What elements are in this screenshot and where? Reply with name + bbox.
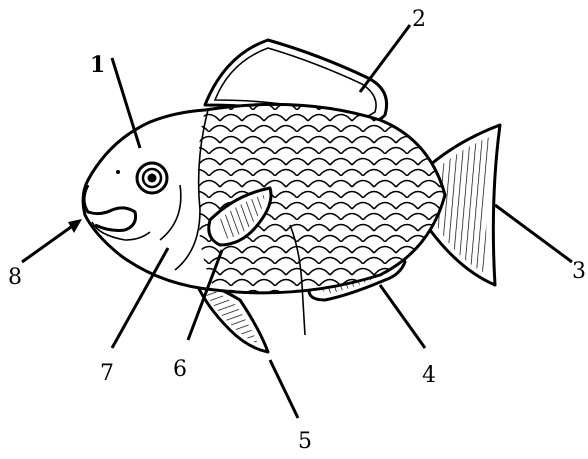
leader-8 bbox=[22, 222, 78, 262]
nostril bbox=[116, 170, 120, 174]
label-4: 4 bbox=[422, 363, 436, 388]
label-1: 1 bbox=[90, 52, 105, 78]
leader-5 bbox=[270, 360, 298, 418]
label-5: 5 bbox=[298, 429, 312, 454]
label-6: 6 bbox=[173, 357, 187, 382]
leader-4 bbox=[380, 285, 425, 348]
label-7: 7 bbox=[100, 361, 114, 386]
leader-3 bbox=[495, 205, 572, 262]
eye-pupil bbox=[148, 174, 157, 183]
label-8: 8 bbox=[8, 265, 22, 290]
label-2: 2 bbox=[412, 7, 426, 32]
label-3: 3 bbox=[572, 259, 586, 284]
leader-2 bbox=[360, 25, 410, 92]
